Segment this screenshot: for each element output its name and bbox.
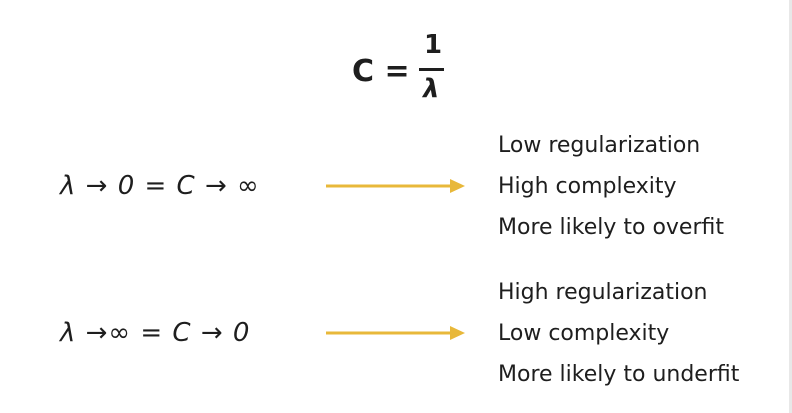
right-edge-divider: [789, 0, 792, 413]
right-arrow-icon: [326, 179, 465, 193]
expression-lambda-to-zero: λ → 0 = C → ∞: [60, 171, 260, 201]
formula-c-equals-inverse-lambda: C = 1 λ: [352, 32, 452, 110]
outcome-item: High complexity: [498, 174, 677, 199]
fraction-bar: [419, 68, 444, 71]
outcome-item: Low regularization: [498, 133, 701, 158]
outcome-list-low-regularization: Low regularization High complexity More …: [498, 125, 724, 248]
expression-lambda-to-infinity: λ →∞ = C → 0: [60, 318, 251, 348]
formula-lhs: C =: [352, 54, 410, 89]
formula-denominator: λ: [423, 74, 440, 104]
outcome-item: High regularization: [498, 280, 708, 305]
outcome-list-high-regularization: High regularization Low complexity More …: [498, 272, 739, 395]
outcome-item: More likely to overfit: [498, 215, 724, 240]
outcome-item: More likely to underfit: [498, 362, 740, 387]
formula-numerator: 1: [424, 30, 443, 60]
outcome-item: Low complexity: [498, 321, 670, 346]
right-arrow-icon: [326, 326, 465, 340]
